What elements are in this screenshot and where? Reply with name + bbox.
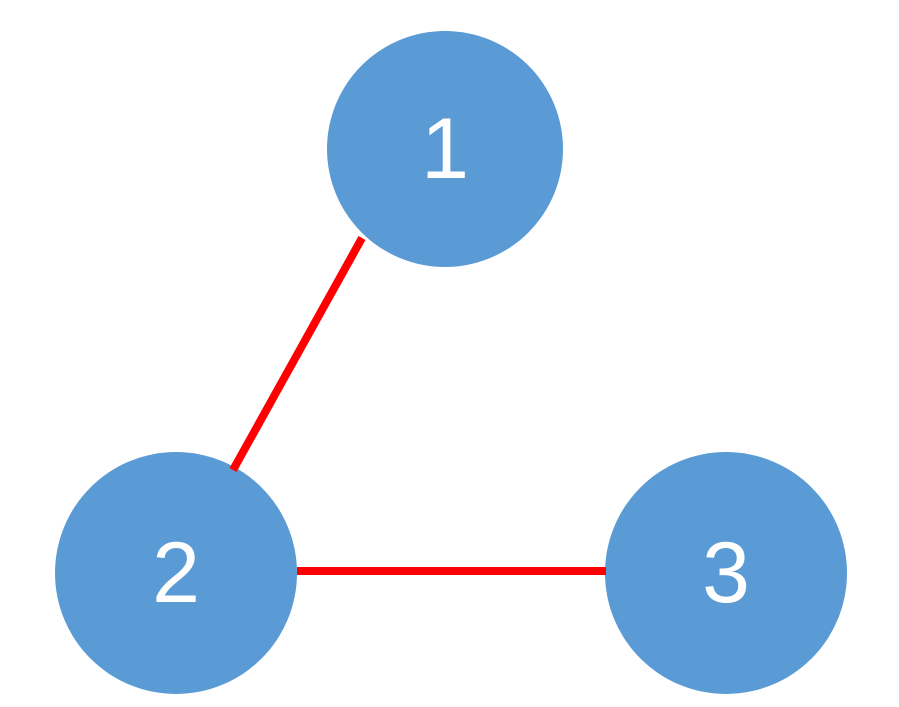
graph-node-3[interactable]: 3	[605, 452, 847, 694]
node-1-label: 1	[421, 101, 469, 197]
graph-node-1[interactable]: 1	[327, 31, 563, 267]
node-2-label: 2	[152, 525, 200, 621]
node-3-label: 3	[702, 525, 750, 621]
graph-node-2[interactable]: 2	[55, 452, 297, 694]
edge-node1-node2[interactable]	[229, 236, 366, 472]
